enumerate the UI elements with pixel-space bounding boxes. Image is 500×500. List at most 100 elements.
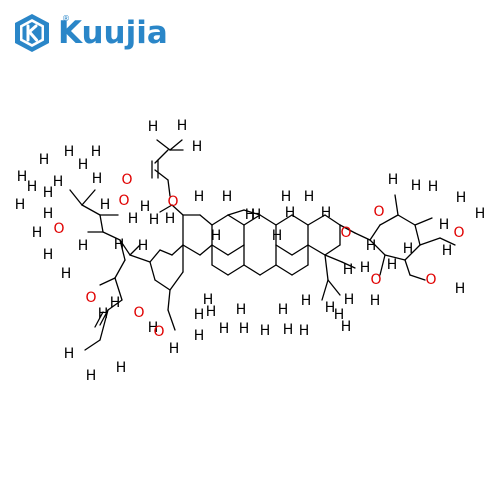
oxygen-atom-label: O — [133, 305, 144, 321]
bond — [227, 214, 245, 226]
hydrogen-atom-label: H — [456, 190, 467, 206]
bond — [275, 244, 293, 256]
bond — [307, 244, 326, 256]
bond — [114, 277, 123, 301]
hydrogen-atom-label: H — [281, 189, 292, 205]
bond — [227, 209, 245, 216]
hydrogen-atom-label: H — [91, 144, 102, 160]
bond — [171, 244, 184, 256]
bond — [149, 261, 156, 281]
bond — [404, 259, 411, 276]
bond — [199, 214, 213, 226]
bond — [154, 279, 171, 291]
hydrogen-atom-label: H — [53, 174, 64, 190]
bond — [94, 311, 104, 328]
hydrogen-atom-label: H — [411, 178, 422, 194]
hydrogen-atom-label: H — [92, 171, 103, 187]
bond — [81, 204, 101, 216]
hydrogen-atom-label: H — [325, 300, 336, 316]
brand-logo: Kuujia ® — [12, 12, 168, 54]
bond — [99, 277, 116, 286]
bond — [119, 239, 131, 256]
hydrogen-atom-label: H — [138, 238, 149, 254]
hydrogen-atom-label: H — [43, 206, 54, 222]
bond — [243, 214, 261, 226]
oxygen-atom-label: O — [340, 225, 351, 241]
hydrogen-atom-label: H — [27, 179, 38, 195]
hydrogen-atom-label: H — [403, 241, 414, 257]
bond — [211, 264, 229, 276]
oxygen-atom-label: O — [425, 272, 436, 288]
brand-name: Kuujia — [58, 14, 168, 51]
hydrogen-atom-label: H — [98, 306, 109, 322]
bond — [171, 204, 184, 216]
oxygen-atom-label: O — [453, 225, 464, 241]
bond — [275, 264, 293, 276]
hydrogen-atom-label: H — [206, 304, 217, 320]
hydrogen-atom-label: H — [260, 323, 271, 339]
hydrogen-atom-label: H — [360, 260, 371, 276]
bond — [324, 214, 341, 226]
bond — [169, 139, 183, 151]
hydrogen-atom-label: H — [32, 225, 43, 241]
bond — [259, 264, 277, 276]
bond — [291, 264, 309, 276]
hydrogen-atom-label: H — [439, 217, 450, 233]
bond — [339, 224, 356, 234]
bond — [167, 309, 176, 331]
hydrogen-atom-label: H — [100, 197, 111, 213]
bond — [354, 232, 371, 241]
hydrogen-atom-label: H — [321, 205, 332, 221]
bond — [419, 237, 441, 246]
hydrogen-atom-label: H — [64, 144, 75, 160]
oxygen-atom-label: O — [153, 324, 164, 340]
hydrogen-atom-label: H — [17, 169, 28, 185]
hydrogen-atom-label: H — [78, 238, 89, 254]
hydrogen-atom-label: H — [285, 205, 296, 221]
bond — [397, 214, 416, 226]
bond — [379, 254, 386, 276]
hydrogen-atom-label: H — [278, 302, 289, 318]
bond — [259, 214, 277, 226]
bond — [324, 244, 341, 256]
bond — [291, 214, 309, 226]
k-hexagon-icon — [15, 14, 49, 52]
oxygen-atom-label: O — [121, 172, 132, 188]
bond — [327, 279, 341, 296]
bond — [84, 339, 101, 351]
hydrogen-atom-label: H — [169, 341, 180, 357]
hydrogen-atom-label: H — [194, 307, 205, 323]
hydrogen-atom-label: H — [149, 212, 160, 228]
hydrogen-atom-label: H — [128, 211, 139, 227]
hydrogen-atom-label: H — [211, 228, 222, 244]
bond — [114, 259, 126, 279]
hydrogen-atom-label: H — [86, 368, 97, 384]
bond — [394, 194, 399, 216]
bond — [211, 244, 229, 256]
bond — [129, 254, 151, 263]
bond — [324, 254, 329, 281]
bond — [129, 244, 141, 256]
hydrogen-atom-label: H — [442, 243, 453, 259]
bond — [149, 249, 161, 263]
bond — [404, 244, 421, 261]
bond — [99, 214, 104, 233]
bond — [369, 224, 381, 241]
hydrogen-atom-label: H — [148, 119, 159, 135]
hydrogen-atom-label: H — [219, 321, 230, 337]
bond — [154, 169, 169, 181]
bond — [159, 249, 173, 256]
hydrogen-atom-label: H — [344, 292, 355, 308]
bond — [169, 271, 184, 291]
bond — [227, 264, 245, 276]
hydrogen-atom-label: H — [387, 257, 398, 273]
hydrogen-atom-label: H — [165, 211, 176, 227]
hydrogen-atom-label: H — [110, 295, 121, 311]
hydrogen-atom-label: H — [341, 319, 352, 335]
oxygen-atom-label: O — [373, 204, 384, 220]
hydrogen-atom-label: H — [116, 360, 127, 376]
bond — [69, 189, 83, 206]
bond — [369, 239, 386, 256]
